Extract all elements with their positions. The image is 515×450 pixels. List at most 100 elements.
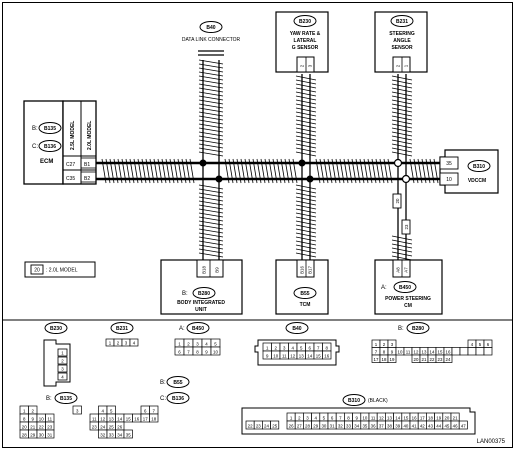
cv-b40-pin: 9 <box>266 353 269 358</box>
cv-b310-pin: 47 <box>461 423 466 428</box>
cv-b136-pin: 6 <box>144 408 147 413</box>
cv-b40-pin: 3 <box>283 345 286 350</box>
cv-b136-pin: 23 <box>92 424 97 429</box>
cv-b310-pin: 39 <box>395 423 400 428</box>
cv-b280-pin: 8 <box>383 349 386 354</box>
vdccm-block: 35 10 B310 VDCCM <box>439 149 499 194</box>
biu-label-1: BODY INTEGRATED <box>177 300 225 306</box>
cv-b231-pin: 4 <box>133 340 136 345</box>
cv-b280-cell <box>483 347 493 356</box>
cv-b135-id: B135 <box>60 396 72 402</box>
cv-b280-pin: 18 <box>382 357 387 362</box>
cv-b450-pin: 1 <box>178 341 181 346</box>
cv-b135-pin: 21 <box>30 424 35 429</box>
legend-text: : 2.0L MODEL <box>46 268 78 274</box>
steering-angle-label-2: ANGLE <box>393 38 411 44</box>
tcm-id: B55 <box>300 291 309 297</box>
cv-b310-pin: 2 <box>298 415 301 420</box>
cv-b280-pin: 10 <box>398 349 403 354</box>
ps-pin-a7: A7 <box>404 267 409 273</box>
legend-box-label: 20 <box>34 268 40 274</box>
twist-hatch <box>198 184 224 258</box>
cv-b310-pin: 25 <box>272 423 277 428</box>
cv-b280-pin: 22 <box>430 357 435 362</box>
cv-b136-pin: 33 <box>109 432 114 437</box>
cv-b136-pin: 15 <box>126 416 131 421</box>
cv-b450-cell <box>210 346 221 356</box>
cv-b450-pin: 3 <box>196 341 199 346</box>
ecm-conn-prefix-c: C: <box>32 144 38 150</box>
yaw-rate-label-1: YAW RATE & <box>290 31 321 37</box>
cv-b310-pin: 37 <box>379 423 384 428</box>
cv-b230-pin-4: 4 <box>61 375 64 380</box>
ps-id: B450 <box>399 285 411 291</box>
cv-b135-pin: 8 <box>23 416 26 421</box>
data-link-connector: B40 DATA LINK CONNECTOR <box>182 21 241 56</box>
cv-b40-pin: 12 <box>290 353 295 358</box>
steering-angle-label-3: SENSOR <box>391 45 413 51</box>
cv-b280-pin: 23 <box>438 357 443 362</box>
ecm-pin-b1: B1 <box>84 162 90 168</box>
twist-hatch <box>409 158 439 184</box>
cv-b310-pin: 44 <box>436 423 441 428</box>
cv-b280-pin: 13 <box>422 349 427 354</box>
cv-b40-pin: 5 <box>300 345 303 350</box>
cv-b280-prefix: B: <box>398 326 404 332</box>
cv-b310-pin: 13 <box>387 415 392 420</box>
cv-b136-pin: 12 <box>100 416 105 421</box>
cv-b310-pin: 29 <box>313 423 318 428</box>
cv-b280-cell <box>387 354 397 363</box>
cv-b310-pin: 28 <box>305 423 310 428</box>
cv-b136-pin: 25 <box>109 424 114 429</box>
cv-b310-pin: 22 <box>248 423 253 428</box>
cv-b450-id: B450 <box>192 326 204 332</box>
ps-wire-pin-23: 23 <box>404 224 409 229</box>
connector-view-b55-label: B: B55 C: B136 <box>160 376 190 404</box>
cv-b135-pin: 10 <box>39 416 44 421</box>
cv-b136-pin: 4 <box>102 408 105 413</box>
twist-hatch <box>295 184 317 258</box>
tcm-block: B16 B17 B55 TCM <box>275 259 329 315</box>
legend: 20 : 2.0L MODEL <box>24 261 96 278</box>
cv-b136-prefix: C: <box>160 396 166 402</box>
cv-b231-pin: 3 <box>125 340 128 345</box>
cv-b310-pin: 19 <box>436 415 441 420</box>
cv-b450-pin: 7 <box>187 349 190 354</box>
cv-b310-suffix: (BLACK) <box>368 398 388 404</box>
cv-b280-pin: 7 <box>375 349 378 354</box>
cv-b310-pin: 4 <box>314 415 317 420</box>
yaw-rate-pin-2: 2 <box>300 64 305 67</box>
cv-b280-pin: 17 <box>374 357 379 362</box>
cv-b310-pin: 24 <box>264 423 269 428</box>
cv-b310-cell <box>458 420 468 430</box>
cv-b310-pin: 43 <box>428 423 433 428</box>
cv-b280-cell <box>443 354 453 363</box>
cv-b135-pin: 20 <box>22 424 27 429</box>
twist-hatch <box>224 158 298 184</box>
cv-b450-pin: 9 <box>205 349 208 354</box>
cv-b136-pin: 32 <box>100 432 105 437</box>
diagram-id: LAN00375 <box>477 439 506 445</box>
cv-b40-pin: 7 <box>317 345 320 350</box>
cv-b310-pin: 1 <box>290 415 293 420</box>
cv-b136-pin: 13 <box>109 416 114 421</box>
cv-b280-pin: 20 <box>414 357 419 362</box>
cv-b40-pin: 16 <box>324 353 329 358</box>
twist-hatch <box>295 75 317 157</box>
cv-b280-pin: 4 <box>471 342 474 347</box>
cv-b280-pin: 21 <box>422 357 427 362</box>
cv-b136-id: B136 <box>172 396 184 402</box>
cv-b280-cell <box>467 347 477 356</box>
ecm-model-20: 2.0L MODEL <box>87 121 93 150</box>
ecm-model-25: 2.5L MODEL <box>70 121 76 150</box>
cv-b40-pin: 13 <box>299 353 304 358</box>
cv-b135-pin: 29 <box>30 432 35 437</box>
vdccm-pin-35: 35 <box>446 161 452 167</box>
cv-b450-pin: 2 <box>187 341 190 346</box>
